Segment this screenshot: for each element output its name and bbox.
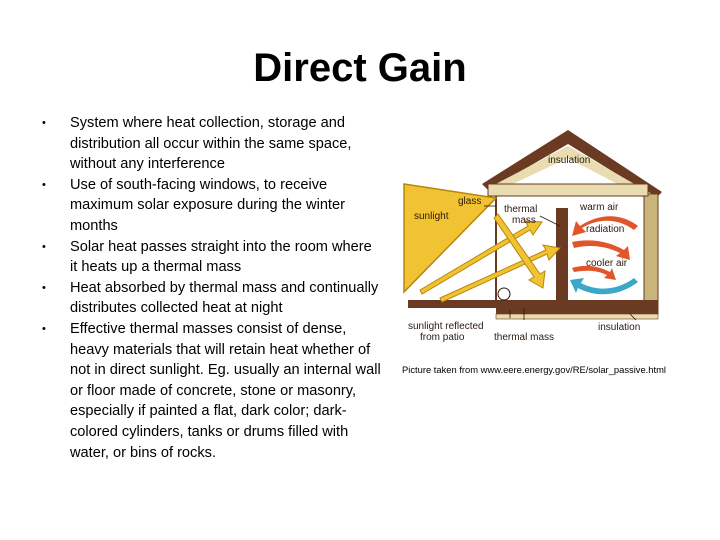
cooler-air-arrow-icon: [570, 278, 638, 295]
warm-air-arrow-icon: [572, 216, 638, 236]
bullet-icon: •: [42, 240, 46, 253]
sunlight-arrows: [419, 213, 561, 303]
bullet-text: Use of south-facing windows, to receive …: [70, 176, 345, 234]
warm-air-arrows: [572, 216, 638, 280]
sunlight-arrow-icon: [493, 213, 546, 289]
insulation-top-label: insulation: [548, 155, 590, 166]
ceiling-insulation: [487, 183, 649, 197]
reflected-label-line1: sunlight reflected: [408, 321, 484, 332]
cooler-air-arrows: [570, 278, 638, 295]
bullet-text: Heat absorbed by thermal mass and contin…: [70, 279, 379, 317]
reflected-label-line2: from patio: [420, 332, 465, 343]
bullet-item: • Use of south-facing windows, to receive…: [28, 175, 383, 237]
sunlight-beam-icon: [403, 183, 498, 294]
cooler-air-label: cooler air: [586, 258, 628, 269]
slide-title: Direct Gain: [253, 46, 467, 90]
bullet-list: • System where heat collection, storage a…: [28, 113, 383, 463]
roof-shape: [482, 130, 662, 198]
glass-label: glass: [458, 196, 481, 207]
right-wall: [643, 193, 659, 315]
bullet-icon: •: [42, 117, 46, 129]
bullet-text: Solar heat passes straight into the room…: [70, 238, 372, 276]
sunlight-label: sunlight: [414, 211, 449, 222]
thermal-mass-label-line1: thermal: [504, 204, 537, 215]
floor-thermal-mass: [496, 300, 658, 314]
bullet-item: • Effective thermal masses consist of den…: [28, 319, 383, 463]
bullet-icon: •: [42, 178, 46, 191]
direct-gain-diagram: insulation glass sunlight thermal mass w…: [403, 130, 662, 343]
warm-air-label: warm air: [579, 202, 619, 213]
floor-insulation: [495, 313, 659, 320]
radiation-label: radiation: [586, 224, 624, 235]
bullet-icon: •: [42, 322, 46, 335]
leader-lines: [484, 205, 637, 321]
warm-air-arrow-icon: [572, 265, 616, 280]
thermal-mass-leader: [539, 215, 561, 227]
thermal-mass-bottom-label: thermal mass: [494, 332, 554, 343]
bullet-item: • System where heat collection, storage a…: [28, 113, 383, 175]
bullet-item: • Heat absorbed by thermal mass and conti…: [28, 278, 383, 319]
bullet-icon: •: [42, 281, 46, 294]
insulation-bottom-leader: [629, 313, 637, 321]
bullet-text: System where heat collection, storage an…: [70, 115, 352, 173]
interior-thermal-wall: [556, 208, 568, 300]
bullet-item: • Solar heat passes straight into the roo…: [28, 237, 383, 278]
bullet-text: Effective thermal masses consist of dens…: [70, 320, 381, 461]
insulation-bottom-label: insulation: [598, 322, 640, 333]
figure-caption: Picture taken from www.eere.energy.gov/R…: [402, 364, 666, 375]
reflector-icon: [497, 287, 511, 301]
thermal-mass-label-line2: mass: [512, 215, 536, 226]
warm-air-arrow-icon: [572, 240, 630, 260]
patio: [408, 300, 496, 308]
